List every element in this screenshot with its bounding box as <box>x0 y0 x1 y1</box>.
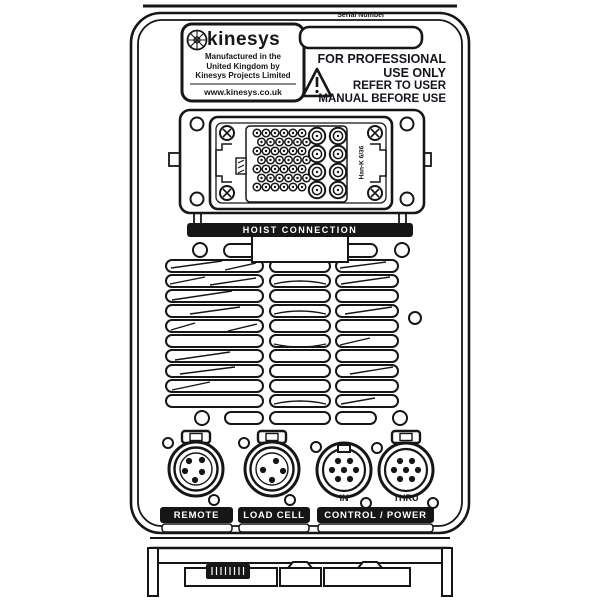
control-power-in-connector <box>310 441 373 509</box>
serial-number-label: Serial Number <box>337 12 385 19</box>
base-rail <box>323 567 411 587</box>
screw-hole <box>310 441 322 453</box>
vent-slot <box>269 411 331 425</box>
vent-column-left <box>165 259 264 408</box>
screw-hole <box>371 442 383 454</box>
hoist-connection-bar: HOIST CONNECTION <box>187 223 413 237</box>
brand-label-box <box>180 22 306 103</box>
load-cell-label: LOAD CELL <box>243 509 305 521</box>
mounting-foot-left <box>147 547 159 597</box>
hoist-connection-label: HOIST CONNECTION <box>242 225 358 235</box>
warning-line-4: MANUAL BEFORE USE <box>318 93 446 105</box>
port-label-in: IN <box>339 493 349 503</box>
mounting-foot-right <box>441 547 453 597</box>
remote-label: REMOTE <box>173 509 220 521</box>
control-power-label: CONTROL / POWER <box>324 509 427 521</box>
warning-triangle-icon <box>301 67 333 98</box>
plate-hole <box>189 116 205 132</box>
control-power-thru-connector <box>371 429 439 509</box>
plate-hole <box>399 116 415 132</box>
vent-slot <box>335 411 377 425</box>
screw-hole <box>208 494 220 506</box>
manufacture-line-1: Manufactured in the <box>204 52 281 61</box>
load-cell-label-bar: LOAD CELL <box>238 507 310 523</box>
manufacture-text: Manufactured in the United Kingdom by Ki… <box>184 52 302 81</box>
brand-name: kinesys <box>207 29 281 50</box>
grille-screw-hole <box>392 410 408 426</box>
chassis-base <box>147 537 453 597</box>
connector-type-marking: Han-K 6/36 <box>358 145 366 180</box>
guide-bump-left <box>215 143 232 183</box>
remote-label-bar: REMOTE <box>160 507 233 523</box>
load-cell-connector <box>238 429 301 506</box>
screw-hole <box>162 437 174 449</box>
base-tab <box>285 561 315 569</box>
serial-number-field <box>298 25 424 50</box>
hood-screw <box>219 185 235 201</box>
warning-line-3: REFER TO USER <box>352 80 446 92</box>
grille-screw-hole <box>194 410 210 426</box>
control-power-label-bar: CONTROL / POWER <box>317 507 434 523</box>
hood-screw <box>367 125 383 141</box>
plate-hole <box>399 191 415 207</box>
port-label-thru: THRU <box>393 493 419 503</box>
website-text: www.kinesys.co.uk <box>204 87 282 97</box>
hood-screw <box>219 125 235 141</box>
panel-slot <box>238 523 310 533</box>
kinesys-logo-icon <box>186 29 208 51</box>
hood-screw <box>367 185 383 201</box>
blank-label-plate <box>251 233 349 263</box>
grille-screw-hole <box>394 242 410 258</box>
grille-screw-hole <box>192 242 208 258</box>
vent-grille <box>165 233 422 426</box>
guide-bump-right <box>370 143 387 183</box>
latch <box>390 429 422 445</box>
base-rail <box>279 567 322 587</box>
warning-line-1: FOR PROFESSIONAL <box>317 52 446 66</box>
screw-hole <box>284 494 296 506</box>
screw-hole <box>238 437 250 449</box>
vent-detail-lines <box>169 260 394 405</box>
vent-column-right <box>335 259 399 408</box>
keyway-notch <box>337 444 351 453</box>
base-tab <box>355 561 385 569</box>
vent-slot <box>224 411 264 425</box>
plate-hole <box>189 191 205 207</box>
warning-line-2: USE ONLY <box>383 66 446 80</box>
panel-screw-hole <box>408 311 422 325</box>
panel-slot <box>317 523 434 533</box>
manufacture-line-3: Kinesys Projects Limited <box>195 71 291 80</box>
manufacture-line-2: United Kingdom by <box>206 61 280 71</box>
panel-slot <box>161 523 233 533</box>
terminal-strip <box>206 564 250 579</box>
hoist-connector <box>168 108 432 237</box>
remote-connector <box>162 429 225 506</box>
